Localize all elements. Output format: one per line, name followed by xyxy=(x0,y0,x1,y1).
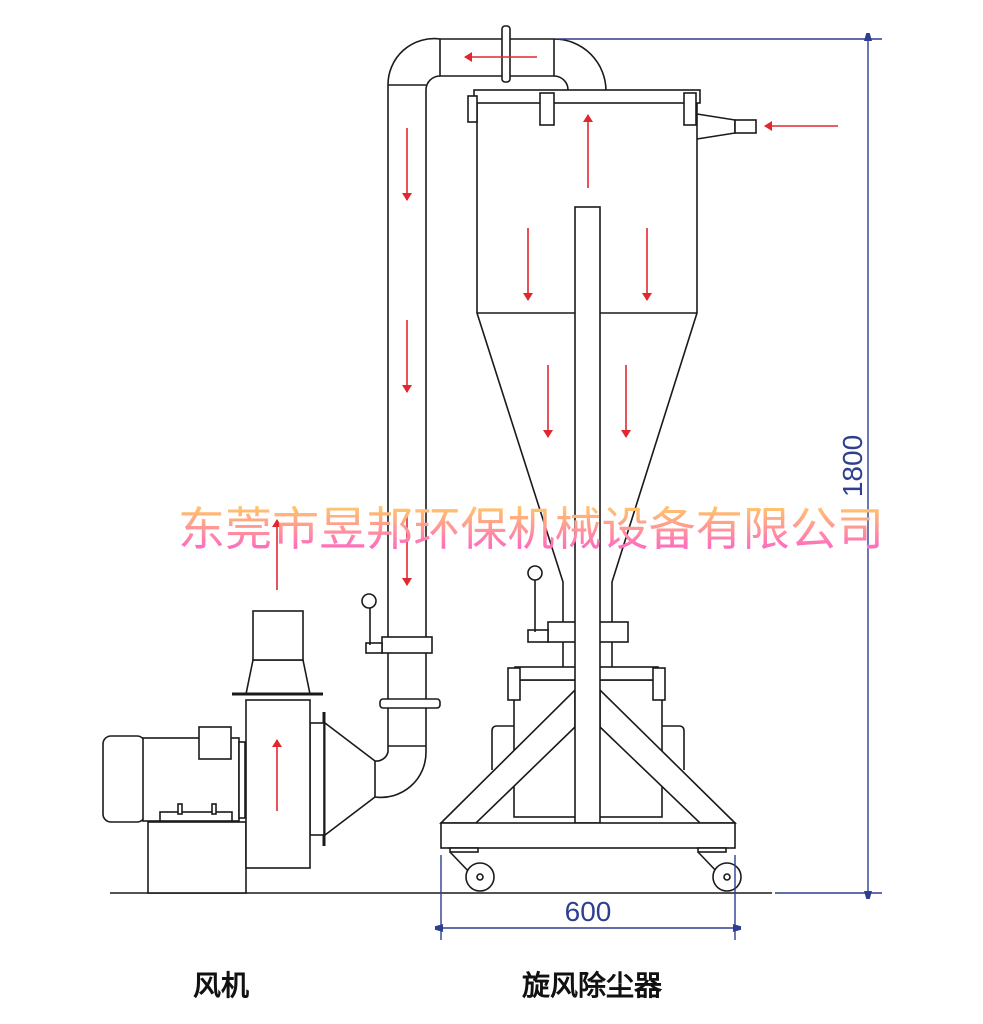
connecting-duct xyxy=(309,25,607,846)
height-dimension: 1800 xyxy=(558,39,882,893)
flow-arrows xyxy=(272,52,838,811)
fan-blower xyxy=(102,610,323,894)
height-dimension-label: 1800 xyxy=(837,435,868,497)
caster-right xyxy=(697,847,742,892)
company-watermark: 东莞市昱邦环保机械设备有限公司 xyxy=(178,502,884,556)
cyclone-separator xyxy=(439,89,757,892)
fan-label: 风机 xyxy=(193,969,249,1002)
caster-left xyxy=(449,847,495,892)
width-dimension: 600 xyxy=(441,855,735,940)
motor xyxy=(102,726,246,823)
width-dimension-label: 600 xyxy=(565,896,612,927)
cyclone-label: 旋风除尘器 xyxy=(522,969,663,1002)
